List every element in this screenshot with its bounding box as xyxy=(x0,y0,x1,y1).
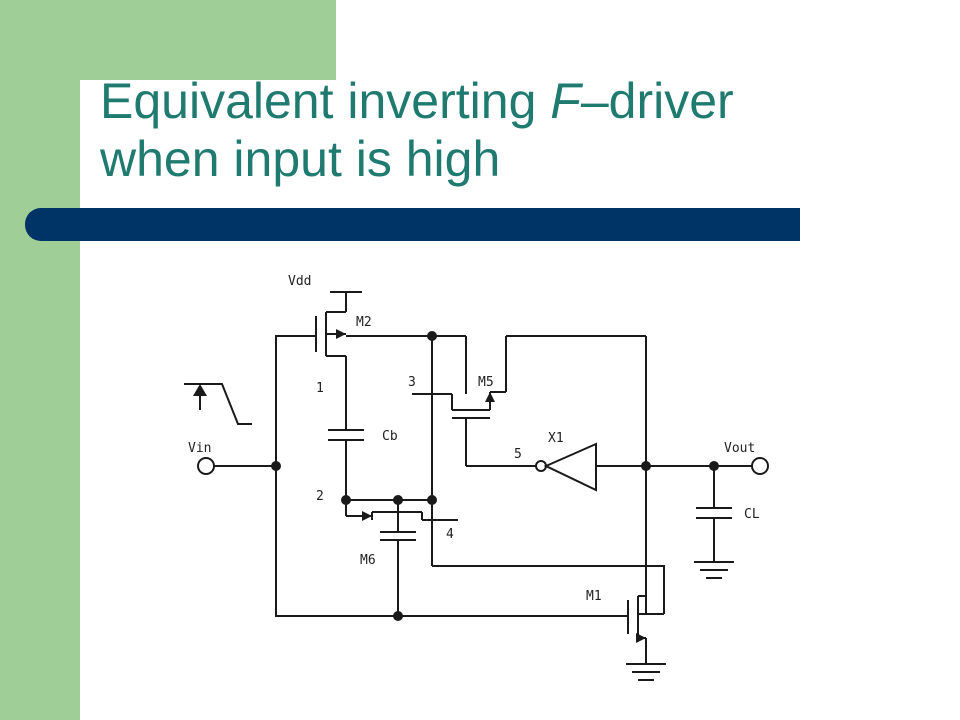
vin-label: Vin xyxy=(188,441,211,456)
title-line-2: when input is high xyxy=(100,131,501,187)
transistor-m1: M1 xyxy=(586,589,666,681)
x1-label: X1 xyxy=(548,431,564,446)
m2-label: M2 xyxy=(356,315,372,330)
node3-label: 3 xyxy=(408,375,416,390)
node2-label: 2 xyxy=(316,489,324,504)
title-line-1: Equivalent inverting F–driver xyxy=(100,72,900,130)
m6-label: M6 xyxy=(360,553,376,568)
title-underline-bar xyxy=(25,208,800,241)
transistor-m2: M2 xyxy=(315,311,372,357)
input-step-waveform xyxy=(184,383,252,425)
vin-terminal xyxy=(197,457,215,475)
title-prefix: Equivalent inverting xyxy=(100,73,551,129)
transistor-m6: M6 4 xyxy=(345,500,458,616)
capacitor-cb: Cb xyxy=(328,356,398,500)
vdd-supply: Vdd xyxy=(288,274,362,312)
slide-title: Equivalent inverting F–driver when input… xyxy=(100,72,900,188)
vout-label: Vout xyxy=(724,441,755,456)
sidebar-accent-top xyxy=(0,0,336,80)
transistor-m5: 3 M5 xyxy=(408,335,507,466)
node1-label: 1 xyxy=(316,381,324,396)
title-suffix: –driver xyxy=(580,73,734,129)
m1-label: M1 xyxy=(586,589,602,604)
inverter-x1: X1 xyxy=(535,431,597,492)
cb-label: Cb xyxy=(382,429,398,444)
title-italic-f: F xyxy=(550,73,581,129)
node5-label: 5 xyxy=(514,447,522,462)
capacitor-cl: CL xyxy=(694,466,760,579)
m5-label: M5 xyxy=(478,375,494,390)
vin-input: Vin xyxy=(184,383,276,475)
sidebar-accent-left xyxy=(0,80,80,720)
node4-label: 4 xyxy=(446,527,454,542)
cl-label: CL xyxy=(744,507,760,522)
vout-terminal xyxy=(751,457,769,475)
vdd-label: Vdd xyxy=(288,274,311,289)
